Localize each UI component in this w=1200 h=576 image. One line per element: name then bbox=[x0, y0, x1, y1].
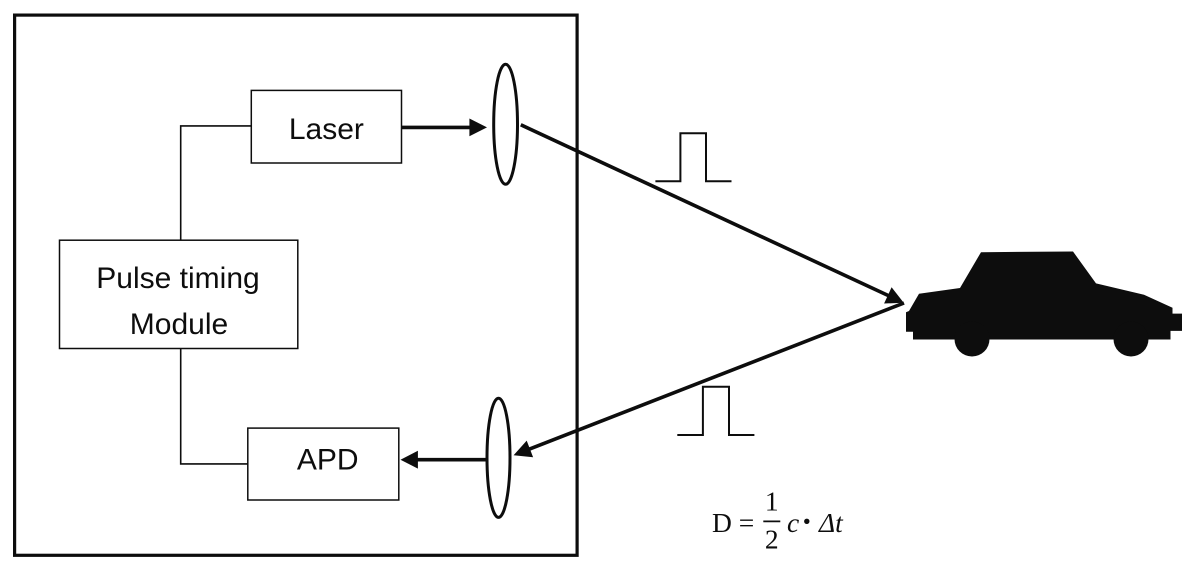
svg-text:Δt: Δt bbox=[818, 507, 844, 538]
svg-text:2: 2 bbox=[765, 524, 779, 555]
svg-text:Pulse timing: Pulse timing bbox=[96, 262, 259, 295]
svg-text:D =: D = bbox=[712, 507, 754, 538]
svg-text:c: c bbox=[787, 507, 799, 538]
svg-text:Module: Module bbox=[130, 308, 228, 341]
svg-text:APD: APD bbox=[297, 444, 359, 477]
svg-text:1: 1 bbox=[765, 486, 779, 517]
svg-text:Laser: Laser bbox=[289, 113, 364, 146]
